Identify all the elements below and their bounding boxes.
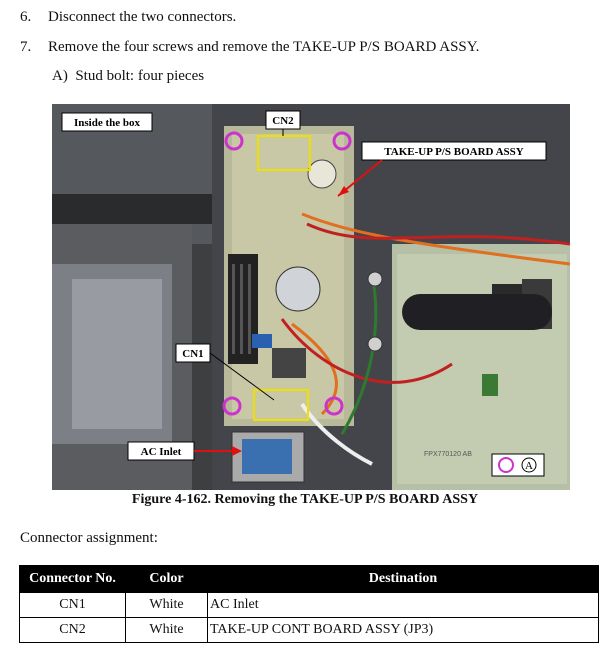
table-row: CN1 White AC Inlet (19, 592, 599, 618)
cell-color: White (125, 617, 208, 643)
label-marker-a: A (525, 460, 533, 472)
step-number: 6. (20, 9, 32, 25)
board-print-text: FPX770120 AB (424, 451, 472, 458)
step-number: 7. (20, 39, 32, 55)
label-inside-box: Inside the box (74, 117, 141, 129)
connector-table: Connector No. Color Destination CN1 Whit… (19, 565, 599, 643)
label-board: TAKE-UP P/S BOARD ASSY (384, 146, 524, 158)
cell-connector: CN2 (19, 617, 126, 643)
cell-destination: TAKE-UP CONT BOARD ASSY (JP3) (207, 617, 599, 643)
figure-caption: Figure 4-162. Removing the TAKE-UP P/S B… (131, 492, 479, 507)
label-cn1: CN1 (182, 348, 203, 360)
cell-connector: CN1 (19, 592, 126, 618)
step-text: Remove the four screws and remove the TA… (48, 39, 480, 55)
step-6: 6. Disconnect the two connectors. (20, 8, 236, 26)
table-row: CN2 White TAKE-UP CONT BOARD ASSY (JP3) (19, 617, 599, 643)
board-photo: Inside the box CN2 TAKE-UP P/S BOARD ASS… (52, 104, 570, 490)
col-header-destination: Destination (207, 565, 599, 593)
table-header-row: Connector No. Color Destination (19, 565, 599, 593)
col-header-connector: Connector No. (19, 565, 126, 593)
substep-a: A) Stud bolt: four pieces (52, 68, 205, 84)
col-header-color: Color (125, 565, 208, 593)
cell-color: White (125, 592, 208, 618)
cell-destination: AC Inlet (207, 592, 599, 618)
step-7: 7. Remove the four screws and remove the … (20, 38, 479, 56)
connector-assignment-title: Connector assignment: (20, 530, 158, 546)
step-text: Disconnect the two connectors. (48, 9, 237, 25)
label-cn2: CN2 (272, 115, 294, 127)
label-ac-inlet: AC Inlet (141, 446, 182, 458)
